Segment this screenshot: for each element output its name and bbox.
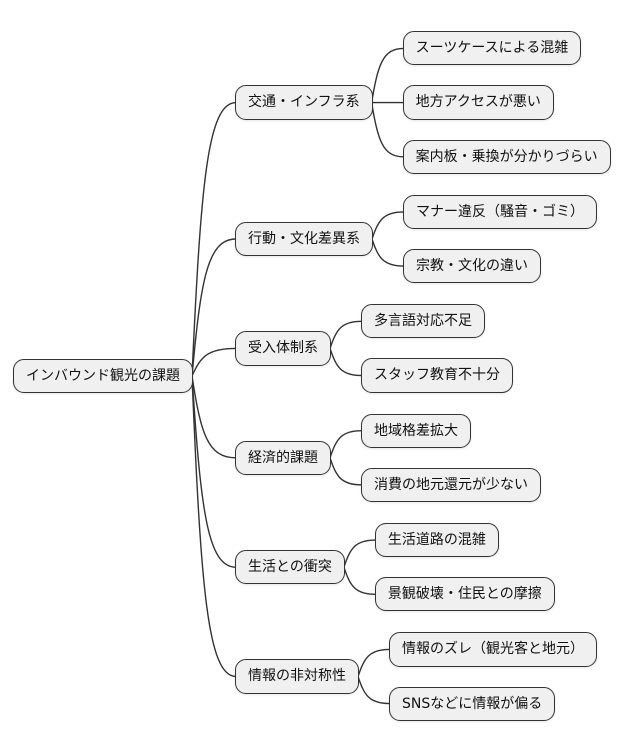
leaf-node: 景観破壊・住民との摩擦 bbox=[374, 577, 555, 612]
branch-group: 行動・文化差異系マナー違反（騒音・ゴミ） 宗教・文化の違い bbox=[235, 194, 611, 284]
leaf-node: 情報のズレ（観光客と地元） bbox=[389, 632, 597, 667]
branch-group: 情報の非対称性情報のズレ（観光客と地元） SNSなどに情報が偏る bbox=[235, 632, 611, 721]
leaf-column: 情報のズレ（観光客と地元） SNSなどに情報が偏る bbox=[389, 632, 597, 721]
branch-node: 情報の非対称性 bbox=[235, 659, 359, 694]
branch-node: 受入体制系 bbox=[235, 331, 331, 366]
branch-group: 受入体制系多言語対応不足スタッフ教育不十分 bbox=[235, 304, 611, 393]
leaf-node: スタッフ教育不十分 bbox=[361, 358, 513, 393]
branch-node: 生活との衝突 bbox=[235, 550, 345, 585]
leaf-node: 宗教・文化の違い bbox=[403, 249, 541, 284]
branch-group: 交通・インフラ系スーツケースによる混雑地方アクセスが悪い案内板・乗換が分かりづら… bbox=[235, 31, 611, 174]
branch-groups: 交通・インフラ系スーツケースによる混雑地方アクセスが悪い案内板・乗換が分かりづら… bbox=[235, 31, 611, 721]
leaf-node: 生活道路の混雑 bbox=[374, 522, 499, 558]
branch-node: 行動・文化差異系 bbox=[235, 221, 373, 257]
leaf-column: 生活道路の混雑景観破壊・住民との摩擦 bbox=[374, 522, 555, 612]
leaf-node: 地方アクセスが悪い bbox=[402, 85, 554, 120]
leaf-node: 地域格差拡大 bbox=[361, 413, 471, 448]
leaf-column: マナー違反（騒音・ゴミ） 宗教・文化の違い bbox=[403, 194, 597, 284]
leaf-node: スーツケースによる混雑 bbox=[402, 31, 582, 66]
leaf-node: マナー違反（騒音・ゴミ） bbox=[403, 194, 597, 230]
leaf-node: 案内板・乗換が分かりづらい bbox=[402, 139, 611, 174]
branch-group: 生活との衝突生活道路の混雑景観破壊・住民との摩擦 bbox=[235, 522, 611, 612]
branch-group: 経済的課題地域格差拡大消費の地元還元が少ない bbox=[235, 413, 611, 502]
branch-node: 経済的課題 bbox=[235, 440, 331, 475]
root-node: インバウンド観光の課題 bbox=[13, 358, 193, 394]
leaf-column: 地域格差拡大消費の地元還元が少ない bbox=[361, 413, 541, 502]
leaf-node: SNSなどに情報が偏る bbox=[389, 686, 556, 721]
leaf-column: 多言語対応不足スタッフ教育不十分 bbox=[361, 304, 513, 393]
leaf-node: 消費の地元還元が少ない bbox=[361, 467, 541, 502]
branch-node: 交通・インフラ系 bbox=[235, 85, 373, 120]
leaf-column: スーツケースによる混雑地方アクセスが悪い案内板・乗換が分かりづらい bbox=[402, 31, 611, 174]
leaf-node: 多言語対応不足 bbox=[361, 304, 485, 339]
